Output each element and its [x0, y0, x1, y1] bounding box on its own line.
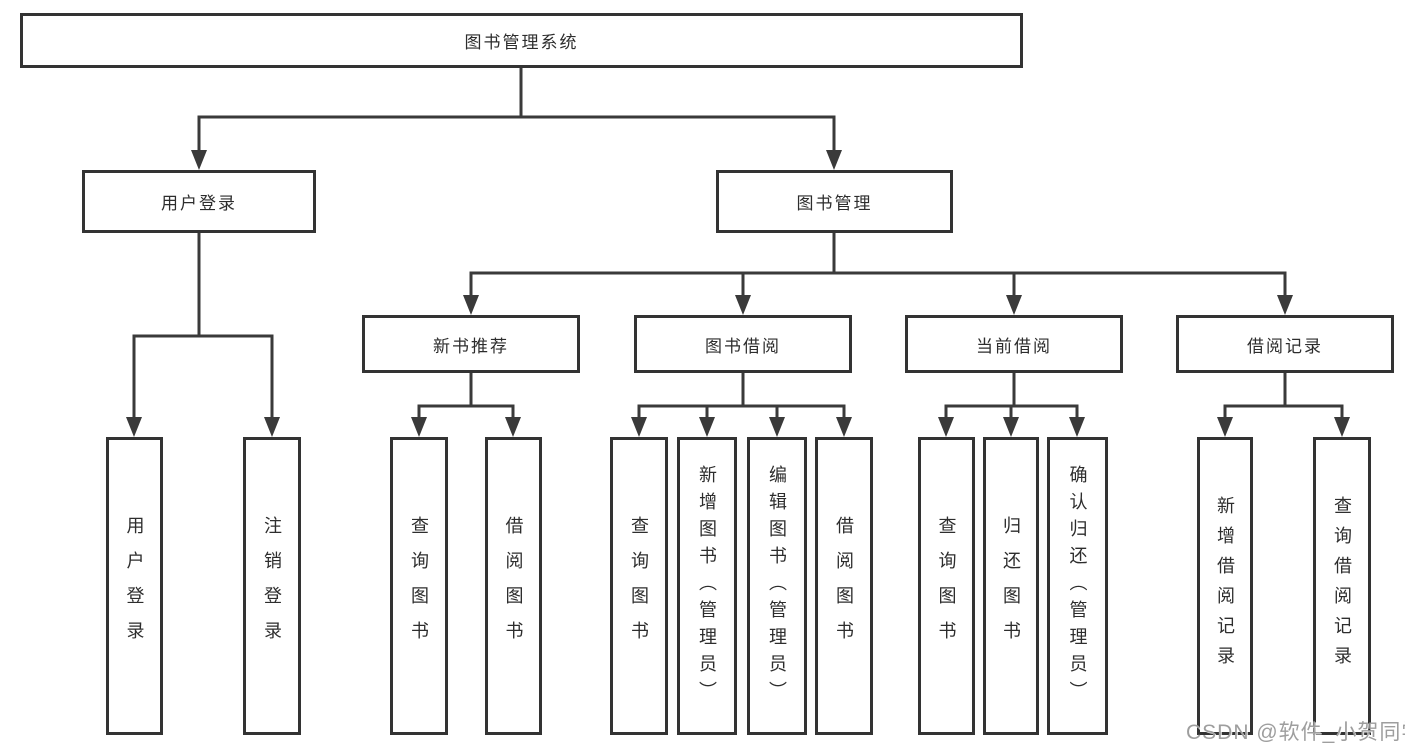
node-book-management: 图书管理: [716, 170, 953, 233]
leaf-current-return-books-label: 归还图书: [1001, 516, 1021, 656]
leaf-logout-label: 注销登录: [262, 516, 282, 656]
node-book-management-label: 图书管理: [796, 194, 873, 213]
leaf-current-confirm-return-admin-label: 确认归还（管理员）: [1067, 464, 1088, 708]
leaf-record-query-label: 查询借阅记录: [1332, 496, 1352, 676]
leaf-record-add-label: 新增借阅记录: [1215, 496, 1235, 676]
leaf-recommend-borrow-books-label: 借阅图书: [503, 516, 524, 656]
leaf-current-return-books: 归还图书: [983, 437, 1039, 735]
node-new-book-recommend-label: 新书推荐: [433, 336, 509, 356]
node-borrowing-records-label: 借阅记录: [1247, 336, 1323, 356]
leaf-current-confirm-return-admin: 确认归还（管理员）: [1047, 437, 1108, 735]
leaf-current-query-books: 查询图书: [918, 437, 975, 735]
leaf-borrowing-borrow-books: 借阅图书: [815, 437, 873, 735]
node-root-label: 图书管理系统: [464, 33, 579, 52]
node-root: 图书管理系统: [20, 13, 1023, 68]
leaf-record-query: 查询借阅记录: [1313, 437, 1371, 735]
leaf-recommend-borrow-books: 借阅图书: [485, 437, 542, 735]
node-current-borrowing: 当前借阅: [905, 315, 1123, 373]
leaf-borrowing-edit-books-admin-label: 编辑图书（管理员）: [767, 464, 787, 708]
leaf-user-login: 用户登录: [106, 437, 163, 735]
node-new-book-recommend: 新书推荐: [362, 315, 580, 373]
node-user-login-label: 用户登录: [161, 194, 237, 213]
leaf-borrowing-query-books: 查询图书: [610, 437, 668, 735]
node-book-borrowing: 图书借阅: [634, 315, 852, 373]
csdn-watermark: CSDN @软件_小贺同学: [1186, 721, 1405, 744]
leaf-recommend-query-books: 查询图书: [390, 437, 448, 735]
leaf-user-login-label: 用户登录: [124, 516, 145, 656]
leaf-borrowing-borrow-books-label: 借阅图书: [834, 516, 854, 656]
leaf-record-add: 新增借阅记录: [1197, 437, 1253, 735]
leaf-recommend-query-books-label: 查询图书: [409, 516, 429, 656]
leaf-borrowing-add-books-admin: 新增图书（管理员）: [677, 437, 737, 735]
arrowhead-icons: [126, 150, 1350, 437]
node-user-login: 用户登录: [82, 170, 316, 233]
leaf-borrowing-add-books-admin-label: 新增图书（管理员）: [697, 464, 717, 708]
leaf-borrowing-query-books-label: 查询图书: [629, 516, 649, 656]
leaf-logout: 注销登录: [243, 437, 301, 735]
node-borrowing-records: 借阅记录: [1176, 315, 1394, 373]
leaf-current-query-books-label: 查询图书: [936, 516, 957, 656]
node-current-borrowing-label: 当前借阅: [976, 336, 1052, 356]
node-book-borrowing-label: 图书借阅: [705, 336, 781, 356]
leaf-borrowing-edit-books-admin: 编辑图书（管理员）: [747, 437, 807, 735]
